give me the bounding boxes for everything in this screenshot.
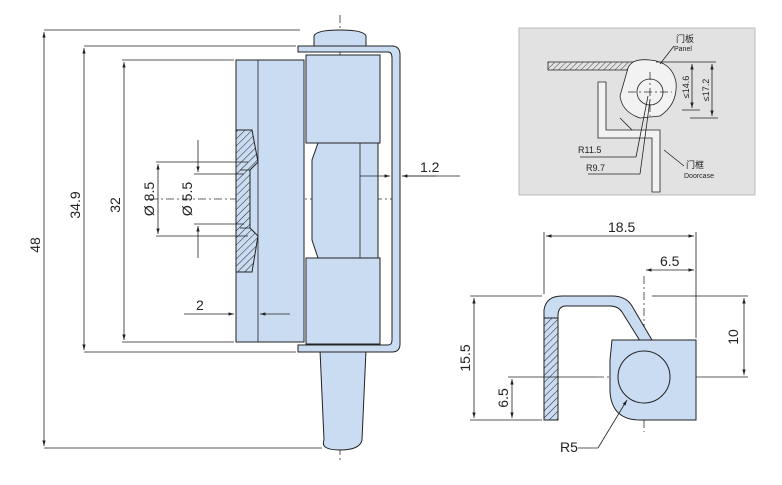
lower-knuckle (305, 257, 381, 345)
panel-label-en: Panel (674, 46, 692, 53)
upper-knuckle (305, 54, 381, 144)
u-bracket (297, 45, 401, 353)
front-view: 48 34.9 32 Ø 8.5 Ø 5.5 1.2 2 (27, 15, 460, 462)
side-pin-circle (617, 350, 671, 404)
dim-max-14-6: ≤14.6 (681, 76, 691, 98)
side-leaf-section (543, 317, 559, 421)
dim-leaf-height: 32 (107, 197, 123, 213)
side-bent-bracket (543, 295, 653, 345)
dim-hole-outer: Ø 8.5 (141, 182, 157, 216)
radius-9-7: R9.7 (586, 163, 605, 173)
dim-radius-r5: R5 (560, 439, 578, 455)
side-view: 18.5 6.5 10 15.5 6.5 R5 (457, 219, 748, 455)
middle-shaft (311, 142, 379, 259)
dim-hole-inner: Ø 5.5 (179, 182, 195, 216)
dim-height-15-5: 15.5 (457, 344, 473, 371)
radius-11-5: R11.5 (578, 145, 601, 155)
dim-pin-height-6-5: 6.5 (495, 388, 511, 408)
dim-max-17-2: ≤17.2 (701, 79, 711, 101)
doorcase-label-cn: 门框 (686, 159, 704, 170)
dim-height-10: 10 (725, 329, 741, 345)
installation-view: 门板 Panel 门框 Doorcase ≤14.6 ≤17.2 R11.5 R… (518, 27, 756, 196)
top-pin (313, 29, 367, 49)
bottom-pin (319, 349, 367, 451)
dim-door-span: 34.9 (67, 191, 83, 218)
dim-offset-6-5: 6.5 (660, 253, 680, 269)
doorcase-label-en: Doorcase (684, 173, 714, 180)
doorcase-bracket (597, 81, 661, 193)
installed-hinge-body (619, 59, 677, 119)
panel-label-cn: 门板 (676, 33, 694, 44)
dim-gap: 1.2 (420, 159, 440, 175)
dim-leaf-thickness: 2 (196, 297, 204, 313)
dim-width-18-5: 18.5 (608, 219, 635, 235)
dim-overall-height: 48 (27, 237, 43, 253)
